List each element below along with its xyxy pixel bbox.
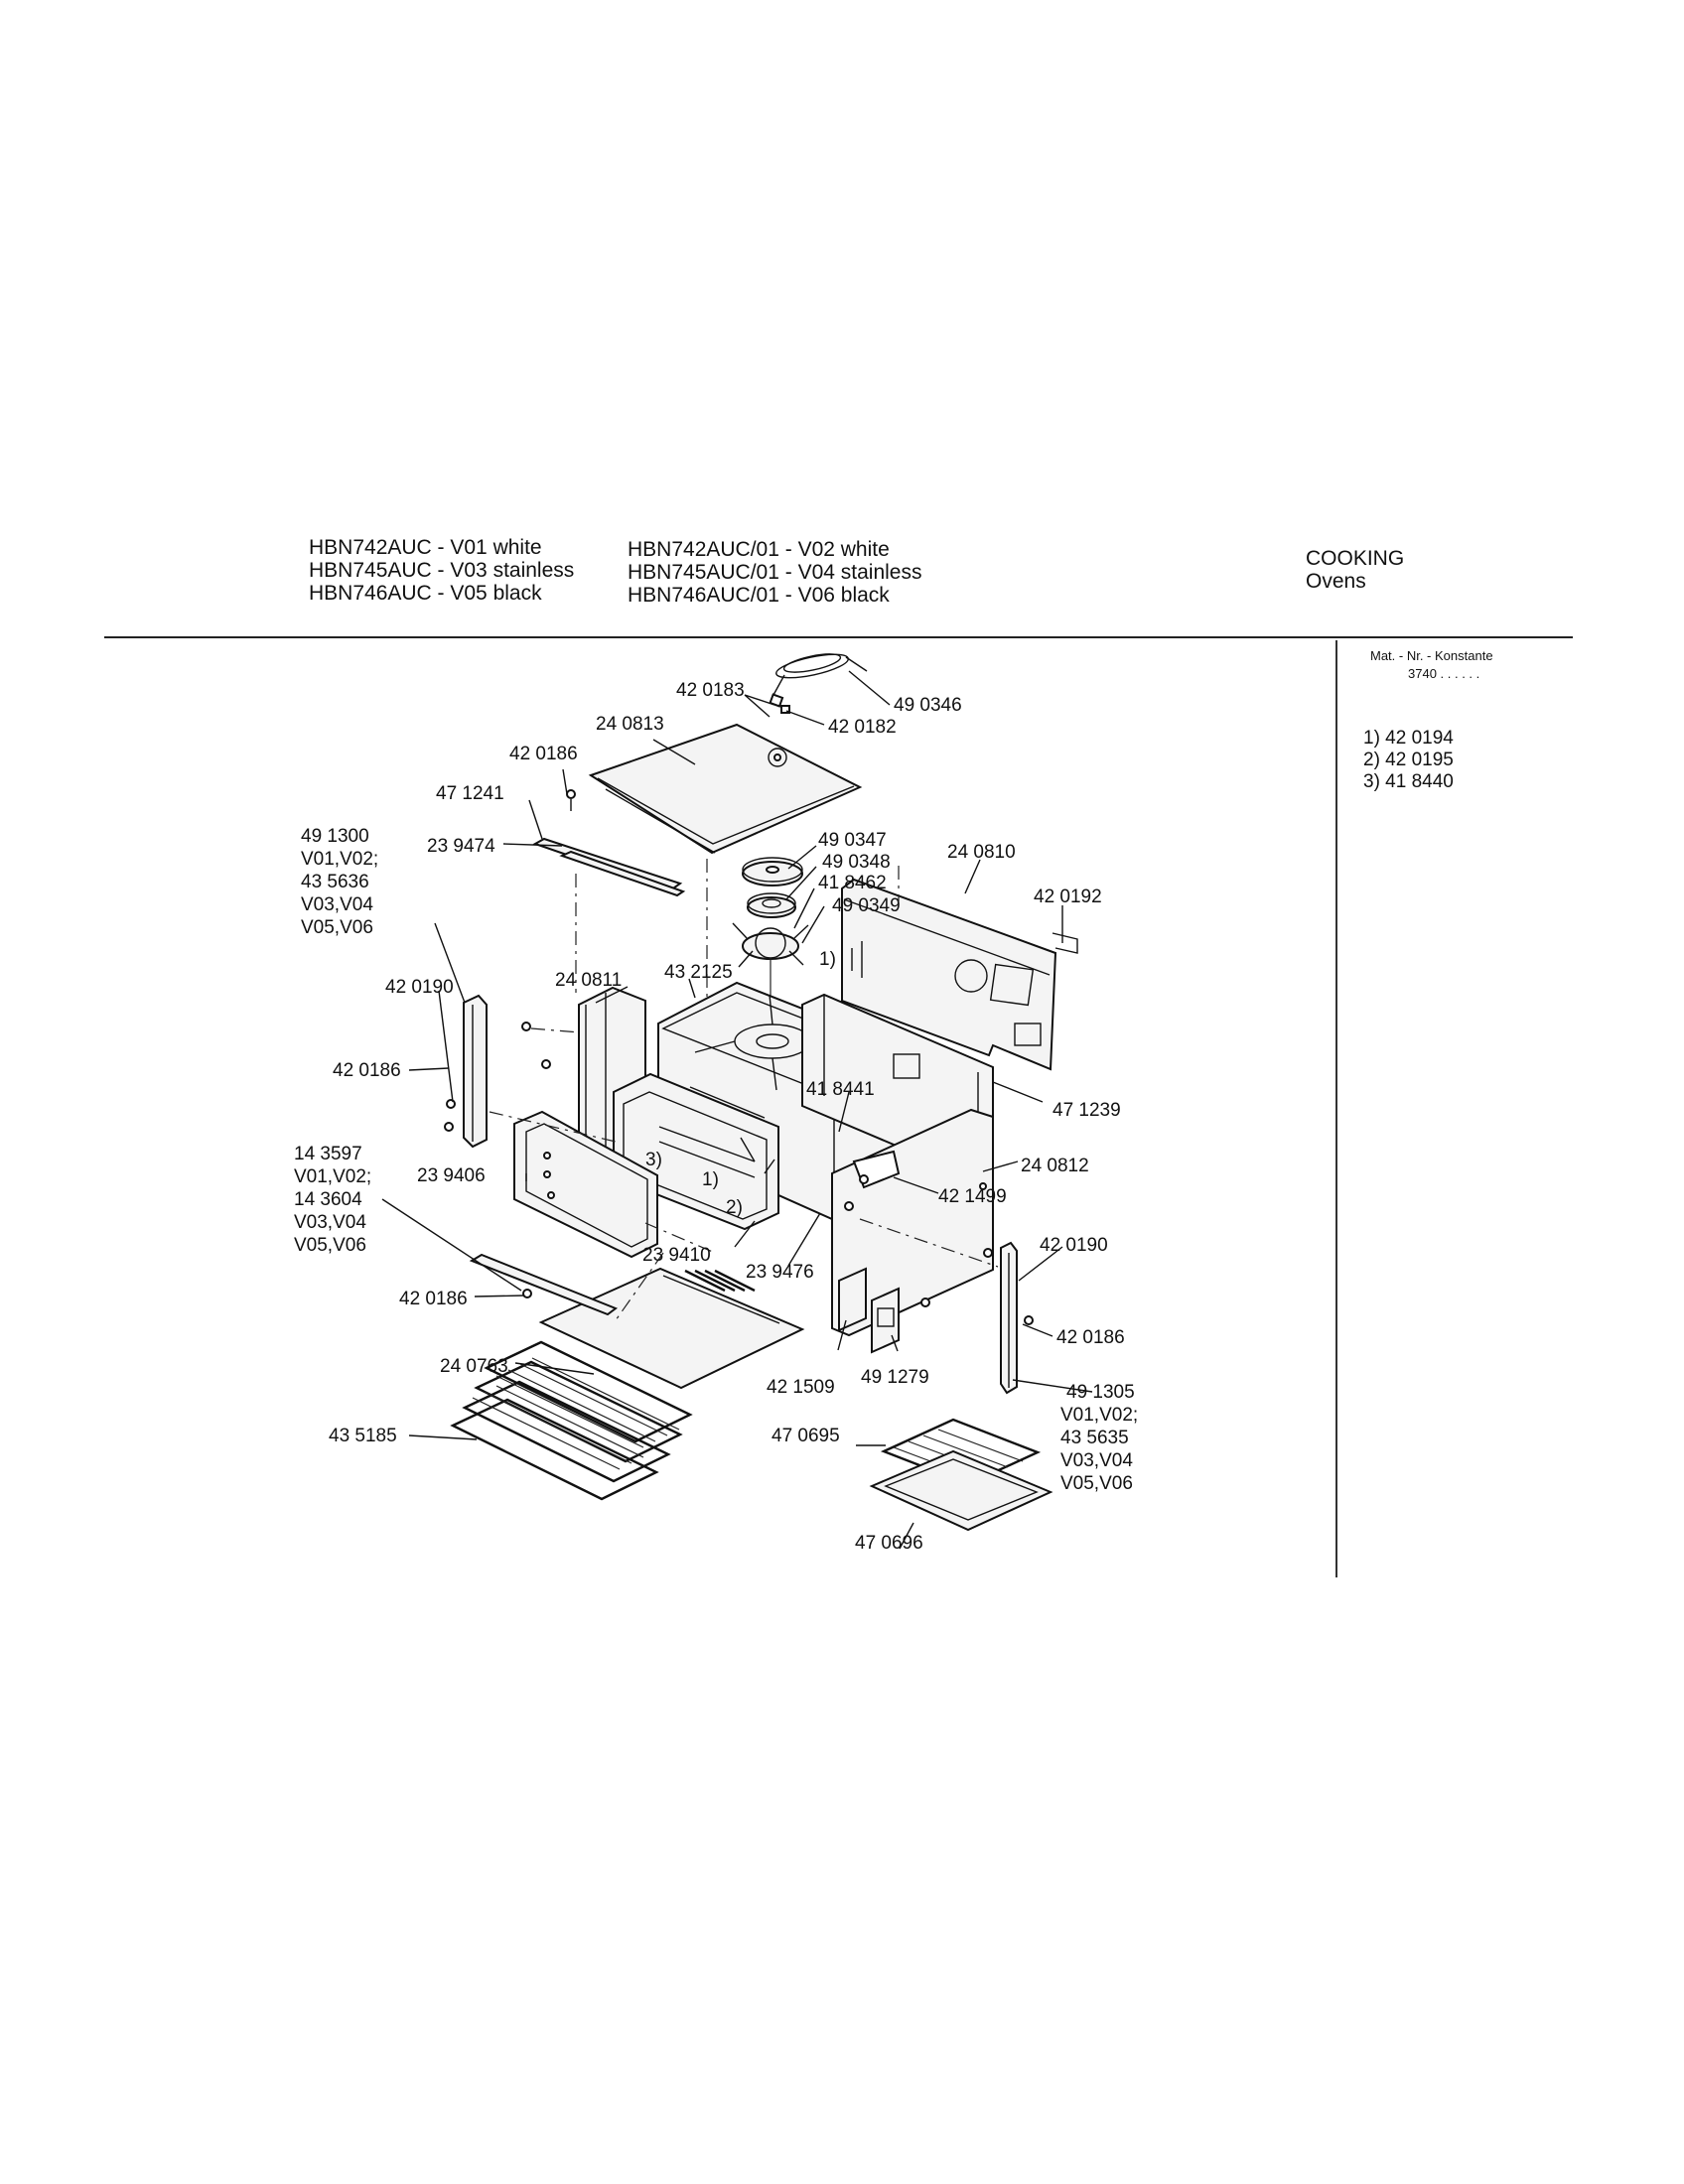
variant-label: V03,V04	[301, 894, 373, 915]
variant-label: V05,V06	[1060, 1473, 1133, 1494]
note-marker: 2)	[726, 1197, 743, 1218]
part-label: 43 5185	[329, 1426, 397, 1446]
variant-label: 49 1300	[301, 826, 369, 847]
mat-nr-value: 3740 . . . . . .	[1408, 666, 1479, 681]
part-label: 42 0183	[676, 680, 745, 701]
part-label: 47 0695	[772, 1426, 840, 1446]
part-label: 49 0348	[822, 852, 891, 873]
leader-lines	[381, 670, 1093, 1550]
part-label: 42 1499	[938, 1186, 1007, 1207]
part-label: 24 0763	[440, 1356, 508, 1377]
variant-label: V01,V02;	[1060, 1405, 1138, 1426]
variant-label-block-right-bottom: 49 1305 V01,V02; 43 5635 V03,V04 V05,V06	[1060, 1382, 1138, 1494]
side-rail-left	[444, 994, 488, 1149]
part-label: 42 0186	[509, 744, 578, 764]
sidebar-note: 2) 42 0195	[1363, 750, 1454, 770]
rear-panel-part	[841, 866, 1078, 1071]
note-marker: 3)	[645, 1150, 662, 1170]
variant-label: V03,V04	[294, 1212, 366, 1233]
part-label: 42 0192	[1034, 887, 1102, 907]
side-rail-right	[1000, 1241, 1034, 1395]
variant-label: 43 5635	[1060, 1428, 1129, 1448]
model-line: HBN746AUC - V05 black	[309, 582, 542, 605]
part-label: 49 1279	[861, 1367, 929, 1388]
model-line: HBN746AUC/01 - V06 black	[628, 584, 890, 607]
part-label: 47 0696	[855, 1533, 923, 1554]
part-label: 23 9406	[417, 1165, 486, 1186]
variant-label-block-left-top: 49 1300 V01,V02; 43 5636 V03,V04 V05,V06	[301, 826, 378, 938]
sidebar-note: 3) 41 8440	[1363, 771, 1454, 792]
part-label: 49 0349	[832, 895, 901, 916]
part-label: 42 0186	[399, 1289, 468, 1309]
part-label: 24 0811	[555, 970, 622, 991]
rail-part	[532, 789, 686, 897]
note-marker: 1)	[819, 949, 836, 970]
model-line: HBN745AUC/01 - V04 stainless	[628, 561, 922, 584]
part-label: 42 0190	[1040, 1235, 1108, 1256]
part-label: 42 0182	[828, 717, 897, 738]
door-frame-part	[513, 1110, 658, 1259]
mat-nr-label: Mat. - Nr. - Konstante	[1370, 648, 1493, 663]
part-label: 24 0812	[1021, 1156, 1089, 1176]
variant-label: V01,V02;	[294, 1166, 371, 1187]
variant-label: 14 3597	[294, 1144, 362, 1164]
front-trim-part	[469, 1253, 619, 1316]
part-label: 23 9474	[427, 836, 495, 857]
variant-label: 43 5636	[301, 872, 369, 892]
variant-label: V05,V06	[301, 917, 373, 938]
model-list-right: HBN742AUC/01 - V02 white HBN745AUC/01 - …	[628, 538, 921, 607]
part-label: 47 1239	[1052, 1100, 1121, 1121]
variant-label-block-left-mid: 14 3597 V01,V02; 14 3604 V03,V04 V05,V06	[294, 1144, 371, 1256]
category-block: COOKING Ovens	[1306, 547, 1404, 593]
variant-label: 49 1305	[1066, 1382, 1135, 1403]
model-list-left: HBN742AUC - V01 white HBN745AUC - V03 st…	[309, 536, 574, 605]
part-label: 23 9410	[642, 1245, 711, 1266]
variant-label: 14 3604	[294, 1189, 362, 1210]
part-label: 41 8462	[818, 873, 887, 893]
part-label: 43 2125	[664, 962, 733, 983]
assembly-guides	[489, 859, 999, 1321]
variant-label: V01,V02;	[301, 849, 378, 870]
part-label: 47 1241	[436, 783, 504, 804]
fan-assembly	[732, 857, 809, 1003]
model-line: HBN745AUC - V03 stainless	[309, 559, 575, 582]
note-marker: 1)	[702, 1169, 719, 1190]
part-label: 42 1509	[767, 1377, 835, 1398]
top-cover-part	[588, 723, 863, 855]
model-line: HBN742AUC - V01 white	[309, 536, 542, 559]
part-labels: 42 0183 49 0346 42 0182 24 0813 42 0186 …	[329, 680, 1125, 1554]
sidebar-note: 1) 42 0194	[1363, 728, 1454, 749]
part-label: 42 0186	[1056, 1327, 1125, 1348]
part-label: 42 0186	[333, 1060, 401, 1081]
part-label: 42 0190	[385, 977, 454, 998]
part-label: 24 0813	[596, 714, 664, 735]
category-title: COOKING	[1306, 547, 1405, 570]
variant-label: V05,V06	[294, 1235, 366, 1256]
broil-pan-tray	[869, 1449, 1053, 1532]
right-side-panel-part	[831, 1108, 994, 1337]
variant-label: V03,V04	[1060, 1450, 1133, 1471]
part-label: 49 0347	[818, 830, 887, 851]
sidebar-divider	[1335, 640, 1337, 1577]
bottom-plate-part	[538, 1267, 805, 1390]
part-label: 41 8441	[806, 1079, 875, 1100]
model-line: HBN742AUC/01 - V02 white	[628, 538, 890, 561]
part-label: 23 9476	[746, 1262, 814, 1283]
header-rule	[104, 636, 1573, 638]
category-subtitle: Ovens	[1306, 570, 1366, 593]
part-label: 49 0346	[894, 695, 962, 716]
cable-part	[769, 653, 868, 714]
oven-rack-part	[450, 1340, 693, 1501]
part-label: 24 0810	[947, 842, 1016, 863]
